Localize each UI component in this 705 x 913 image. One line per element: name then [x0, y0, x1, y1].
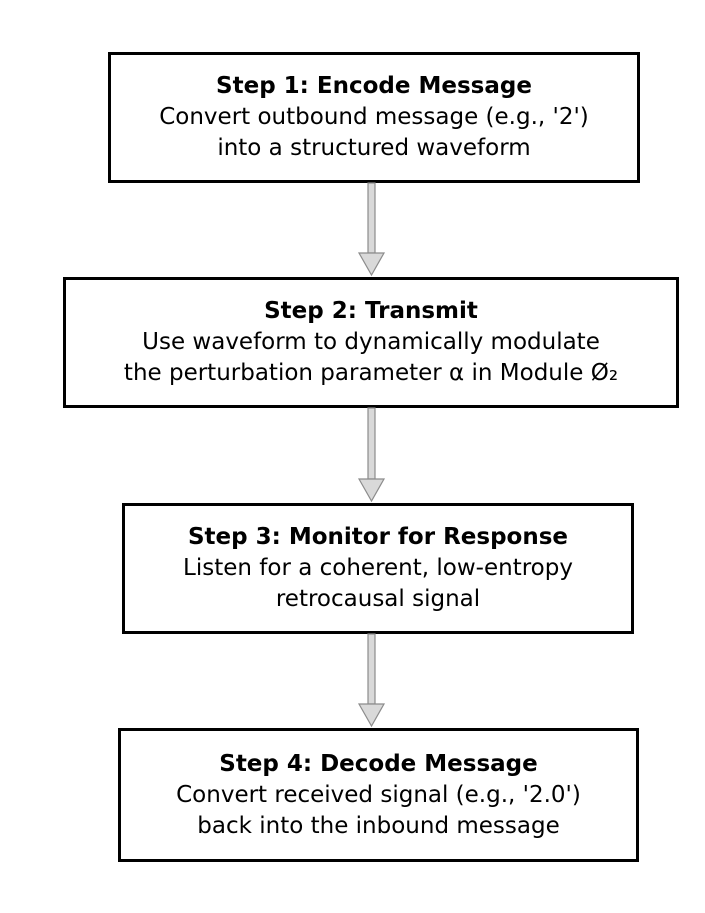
step-2-description-line-2: the perturbation parameter α in Module Ø…: [123, 360, 619, 386]
step-1-description-line-1: Convert outbound message (e.g., '2'): [159, 104, 589, 130]
step-4-title: Step 4: Decode Message: [219, 750, 538, 777]
step-4-box: Step 4: Decode Message Convert received …: [118, 728, 639, 862]
step-3-description-line-1: Listen for a coherent, low-entropy: [183, 555, 573, 581]
arrow-step2-to-step3: [357, 407, 386, 503]
step-1-box: Step 1: Encode Message Convert outbound …: [108, 52, 640, 183]
step-2-title: Step 2: Transmit: [264, 298, 478, 324]
step-2-description-line-1: Use waveform to dynamically modulate: [142, 329, 600, 355]
arrow-step3-to-step4: [357, 633, 386, 728]
step-4-description-line-1: Convert received signal (e.g., '2.0'): [176, 781, 581, 808]
step-2-box: Step 2: Transmit Use waveform to dynamic…: [63, 277, 679, 408]
step-3-title: Step 3: Monitor for Response: [187, 524, 569, 550]
step-3-box: Step 3: Monitor for Response Listen for …: [122, 503, 634, 634]
arrow-step1-to-step2: [357, 182, 386, 277]
step-4-description-line-2: back into the inbound message: [197, 812, 560, 839]
step-3-description-line-2: retrocausal signal: [275, 586, 481, 612]
step-1-title: Step 1: Encode Message: [216, 73, 532, 99]
step-1-description-line-2: into a structured waveform: [217, 135, 531, 161]
